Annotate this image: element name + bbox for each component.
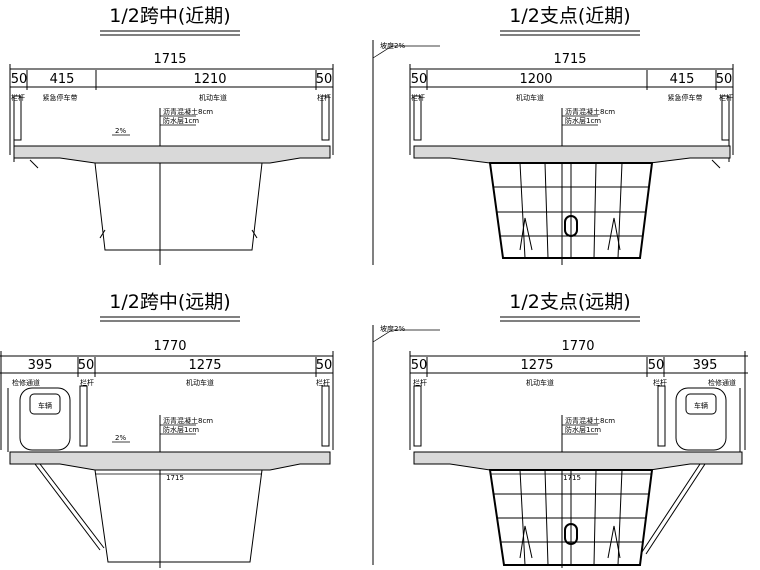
label-railing-left: 栏杆 <box>80 378 94 387</box>
dim-rail-left: 50 <box>78 358 95 373</box>
label-maintenance-way: 检修通道 <box>708 378 736 387</box>
total-width-dim: 1770 <box>561 339 594 354</box>
total-width-dim: 1770 <box>153 339 186 354</box>
panel-support-near: 1/2支点(近期) 坡度2% 1715 50 1200 415 50 栏杆 机动… <box>372 5 734 265</box>
label-vehicle: 车辆 <box>38 401 52 410</box>
label-railing-left: 栏杆 <box>11 93 25 102</box>
label-emergency-lane: 紧急停车带 <box>43 93 78 102</box>
dim-emergency-lane: 415 <box>670 72 695 87</box>
label-railing-right: 栏杆 <box>316 378 330 387</box>
dim-rail-right: 50 <box>716 72 733 87</box>
paving-note-asphalt: 沥青混凝土8cm <box>565 107 615 116</box>
panel-title: 1/2跨中(近期) <box>109 5 230 27</box>
total-width-dim: 1715 <box>153 52 186 67</box>
dim-maintenance-way: 395 <box>28 358 53 373</box>
dim-emergency-lane: 415 <box>50 72 75 87</box>
label-railing-left: 栏杆 <box>413 378 427 387</box>
dim-rail-left: 50 <box>411 358 428 373</box>
label-vehicle: 车辆 <box>694 401 708 410</box>
side-note: 坡度2% <box>380 41 405 50</box>
dim-rail-right: 50 <box>648 358 665 373</box>
dim-traffic-lane: 1275 <box>520 358 553 373</box>
slope-label: 2% <box>115 127 126 135</box>
paving-note-asphalt: 沥青混凝土8cm <box>565 416 615 425</box>
side-note: 坡度2% <box>380 324 405 333</box>
slope-label: 2% <box>115 434 126 442</box>
label-railing-right: 栏杆 <box>653 378 667 387</box>
label-traffic-lane: 机动车道 <box>516 93 544 102</box>
panel-support-far: 1/2支点(远期) 坡度2% 1770 50 1275 50 395 栏杆 机动… <box>372 291 748 568</box>
paving-note-waterproof: 防水层1cm <box>163 116 199 125</box>
label-traffic-lane: 机动车道 <box>186 378 214 387</box>
label-traffic-lane: 机动车道 <box>199 93 227 102</box>
bottom-width-dim: 1715 <box>563 474 581 482</box>
label-railing-left: 栏杆 <box>411 93 425 102</box>
dim-rail-left: 50 <box>11 72 28 87</box>
panel-title: 1/2跨中(远期) <box>109 291 230 313</box>
paving-note-asphalt: 沥青混凝土8cm <box>163 107 213 116</box>
paving-note-waterproof: 防水层1cm <box>565 116 601 125</box>
bottom-width-dim: 1715 <box>166 474 184 482</box>
paving-note-waterproof: 防水层1cm <box>163 425 199 434</box>
label-railing-right: 栏杆 <box>719 93 733 102</box>
dim-traffic-lane: 1200 <box>519 72 552 87</box>
paving-note-asphalt: 沥青混凝土8cm <box>163 416 213 425</box>
total-width-dim: 1715 <box>553 52 586 67</box>
panel-span-middle-near: 1/2跨中(近期) 1715 50 415 1210 50 栏杆 紧急停车带 机… <box>9 5 334 265</box>
panel-span-middle-far: 1/2跨中(远期) 1770 395 50 1275 50 检修通道 栏杆 机动… <box>0 291 334 568</box>
dim-rail-left: 50 <box>411 72 428 87</box>
panel-title: 1/2支点(近期) <box>509 5 630 27</box>
label-traffic-lane: 机动车道 <box>526 378 554 387</box>
label-railing-right: 栏杆 <box>317 93 331 102</box>
dim-rail-right: 50 <box>316 72 333 87</box>
dim-traffic-lane: 1210 <box>193 72 226 87</box>
label-maintenance-way: 检修通道 <box>12 378 40 387</box>
dim-traffic-lane: 1275 <box>188 358 221 373</box>
paving-note-waterproof: 防水层1cm <box>565 425 601 434</box>
dim-rail-right: 50 <box>316 358 333 373</box>
dim-maintenance-way: 395 <box>693 358 718 373</box>
panel-title: 1/2支点(远期) <box>509 291 630 313</box>
label-emergency-lane: 紧急停车带 <box>668 93 703 102</box>
